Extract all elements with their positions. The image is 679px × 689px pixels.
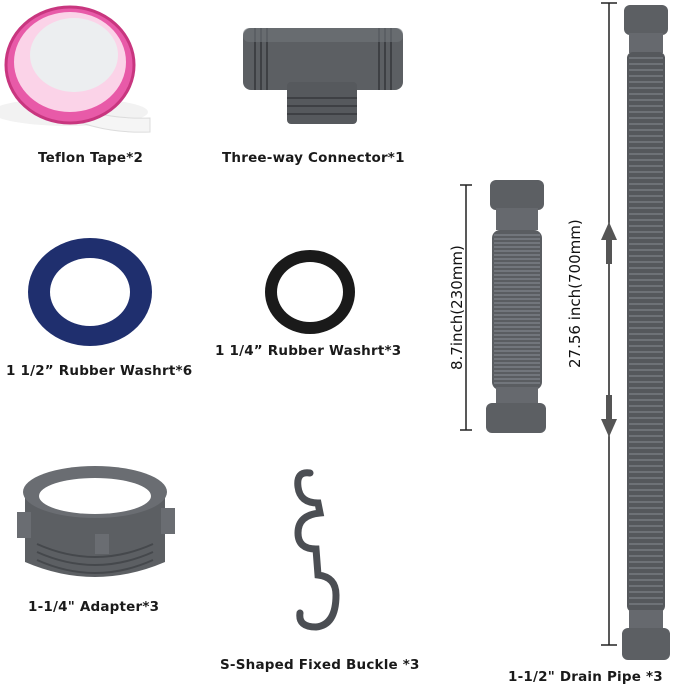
- s-shaped-buckle-caption: S-Shaped Fixed Buckle *3: [220, 657, 420, 673]
- blue-rubber-washer-caption: 1 1/2” Rubber Washrt*6: [6, 363, 193, 379]
- s-shaped-buckle-image: [294, 469, 340, 631]
- drain-pipe-caption: 1-1/2" Drain Pipe *3: [508, 669, 663, 685]
- long-pipe-measure-line: [601, 2, 617, 646]
- long-drain-pipe-image: [622, 5, 670, 660]
- arrow-up-icon: [601, 222, 617, 240]
- short-pipe-measure-line: [460, 184, 472, 431]
- long-pipe-dimension: 27.56 inch(700mm): [566, 219, 584, 368]
- adapter-image: [17, 466, 175, 577]
- short-pipe-dimension: 8.7inch(230mm): [448, 245, 466, 370]
- three-way-connector-caption: Three-way Connector*1: [222, 150, 405, 166]
- arrow-down-icon: [601, 419, 617, 437]
- adapter-caption: 1-1/4" Adapter*3: [28, 599, 160, 615]
- teflon-tape-caption: Teflon Tape*2: [38, 150, 144, 166]
- short-drain-pipe-image: [486, 180, 546, 433]
- blue-rubber-washer-image: [28, 238, 152, 346]
- black-rubber-washer-caption: 1 1/4” Rubber Washrt*3: [215, 343, 402, 359]
- black-rubber-washer-image: [265, 250, 355, 334]
- three-way-connector-image: [243, 28, 403, 124]
- teflon-tape-image: [0, 5, 151, 133]
